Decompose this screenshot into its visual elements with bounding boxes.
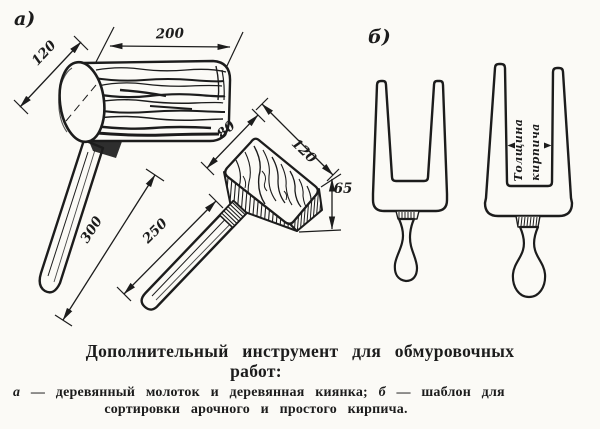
- dim-label-kiyanka-height: 65: [334, 181, 353, 197]
- dim-head-diameter: [13, 35, 89, 115]
- gauge-note-line2: кирпича: [529, 123, 542, 181]
- mallet-head: [58, 59, 232, 144]
- caption-legend-line2: сортировки арочного и простого кирпича.: [104, 402, 408, 417]
- dim-kiyanka-height: [298, 173, 342, 233]
- kiyanka-handle-collar: [218, 200, 248, 229]
- dim-label-head-diameter: 120: [29, 37, 60, 69]
- caption-title-line2: работ:: [230, 361, 282, 381]
- part-b-label: б): [368, 26, 391, 48]
- gauge-note-line1: Толщина: [512, 119, 525, 182]
- part-a-label: а): [14, 8, 35, 30]
- caption-item-b-text: — шаблон для: [396, 385, 505, 400]
- dim-kiyanka-handle-length: [116, 193, 224, 302]
- gauge-arrow-left-icon: [507, 142, 515, 149]
- caption-title-line1: Дополнительный инструмент для обмуровочн…: [85, 341, 515, 361]
- figure-illustration: 120 200 300 250 80 120 65 Толщина кирпич…: [13, 8, 574, 327]
- dim-handle-length: [54, 168, 165, 327]
- gauge-arrow-right-icon: [544, 142, 552, 149]
- caption-item-b-key: б: [378, 385, 386, 400]
- fork-template-straight: [483, 62, 574, 299]
- mallet-head-grain: [93, 65, 227, 137]
- caption-item-a-key: а: [13, 385, 21, 400]
- fork-template-tapered: [371, 79, 449, 283]
- caption-legend-line1: а — деревянный молоток и деревянная киян…: [13, 385, 593, 401]
- dim-label-kiyanka-length: 120: [288, 136, 320, 168]
- dim-label-head-length: 200: [154, 25, 184, 42]
- caption-item-a-text: — деревянный молоток и деревянная киянка…: [30, 385, 368, 400]
- dimension-lines: [13, 26, 342, 327]
- dim-head-length: [95, 26, 244, 69]
- dim-label-kiyanka-handle-length: 250: [139, 215, 171, 247]
